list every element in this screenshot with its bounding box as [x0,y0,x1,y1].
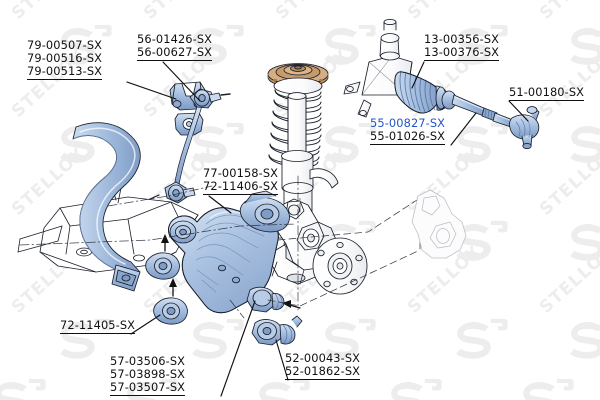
leader-52-00043 [275,339,289,381]
label-55-00827[interactable]: 55-00827-SX 55-01026-SX [370,116,446,145]
leader-13-00356 [411,61,425,89]
ball-joint-loose [251,315,303,346]
label-51-00180[interactable]: 51-00180-SX [509,85,585,101]
label-underline [27,79,103,81]
label-57-03506[interactable]: 57-03506-SX 57-03898-SX 57-03507-SX [110,354,186,397]
control-arm-rear-bush-loose [153,278,188,325]
label-line: 79-00516-SX [27,51,103,66]
stabilizer-link [149,88,231,204]
label-underline [285,378,361,380]
ball-joint-installed [246,286,301,313]
label-line: 52-01862-SX [285,364,361,379]
label-line: 72-11405-SX [60,318,136,332]
label-52-00043[interactable]: 52-00043-SX 52-01862-SX [285,351,361,380]
label-underline [60,332,136,334]
leader-55-00827 [450,112,477,146]
knuckle-ghost [411,189,467,259]
leader-51-00180 [508,100,529,122]
label-line-highlighted: 55-00827-SX [370,116,446,130]
control-arm-front-bush-eye [239,190,290,233]
label-line: 13-00376-SX [424,45,500,60]
label-underline [370,143,446,145]
label-line: 57-03898-SX [110,367,186,382]
label-underline [137,59,213,61]
label-underline [424,59,500,61]
label-56-01426[interactable]: 56-01426-SX 56-00627-SX [137,32,213,61]
label-13-00356[interactable]: 13-00356-SX 13-00376-SX [424,32,500,61]
label-line: 57-03507-SX [110,380,186,395]
label-line: 56-00627-SX [137,45,213,60]
label-underline [110,395,186,397]
subframe-bush-loose [145,234,180,280]
stabilizer-bar-bracket [111,264,141,292]
label-line: 79-00507-SX [27,38,103,52]
tie-rod-end [509,106,540,150]
label-underline [509,99,585,101]
label-line: 57-03506-SX [110,354,186,368]
label-line: 56-01426-SX [137,32,213,46]
leader-56-01426 [162,61,201,102]
label-77-00158[interactable]: 77-00158-SX 72-11406-SX [203,166,279,195]
label-line: 55-01026-SX [370,129,446,144]
label-line: 51-00180-SX [509,85,585,99]
label-line: 79-00513-SX [27,64,103,79]
leader-72-11405 [130,314,161,335]
leader-79-00507 [126,81,177,100]
label-72-11405[interactable]: 72-11405-SX [60,318,136,334]
label-79-00507[interactable]: 79-00507-SX 79-00516-SX 79-00513-SX [27,38,103,81]
label-line: 13-00356-SX [424,32,500,46]
label-line: 52-00043-SX [285,351,361,365]
leader-57-03506 [220,300,256,397]
label-line: 77-00158-SX [203,166,279,180]
label-line: 72-11406-SX [203,179,279,194]
control-arm-rear-bush-installed [169,220,197,244]
leader-77-00158 [208,195,232,214]
label-underline [203,193,279,195]
